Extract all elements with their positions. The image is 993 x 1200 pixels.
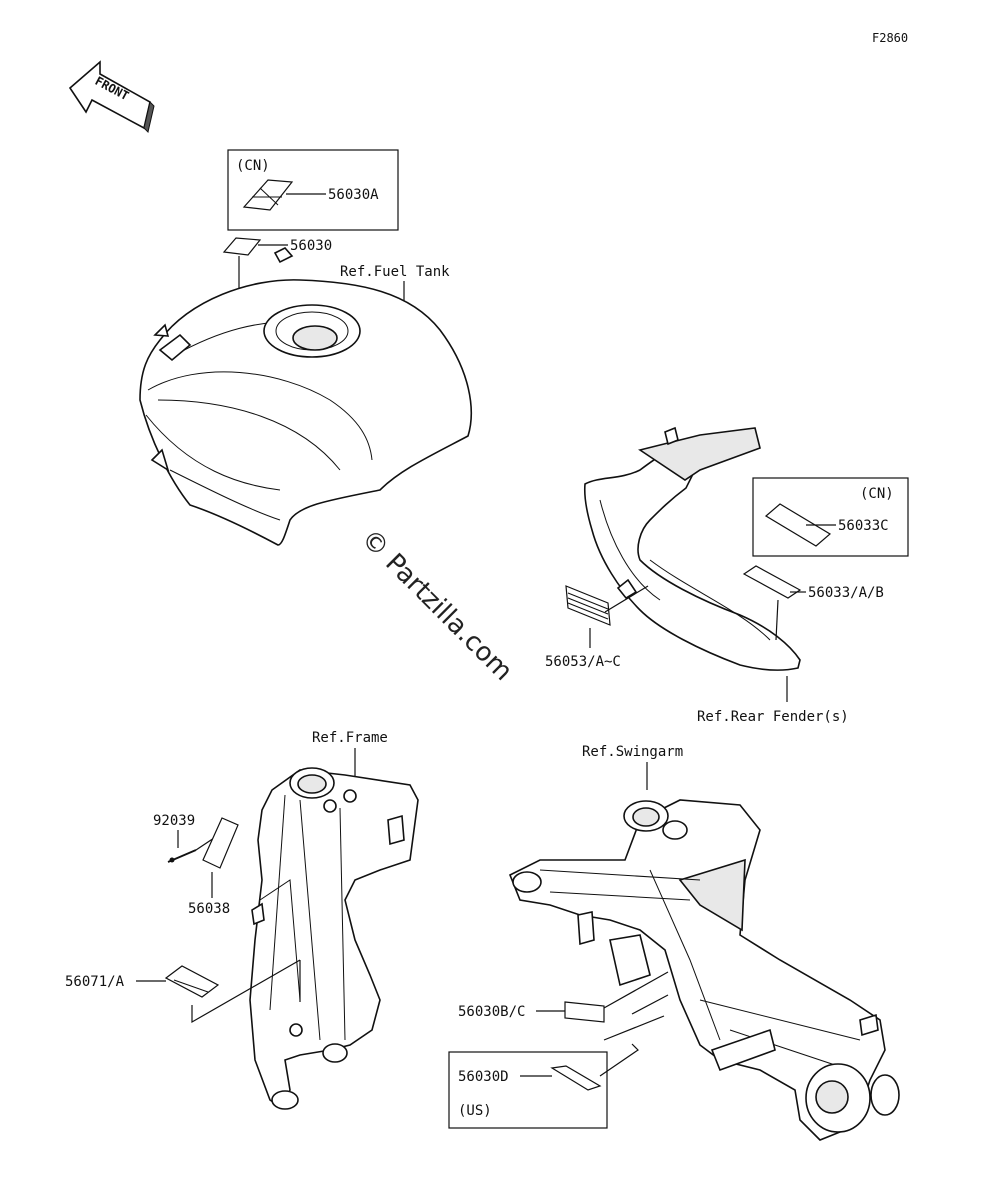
cn-tag-tank: (CN)	[236, 158, 270, 174]
decal-56030d-icon	[550, 1065, 602, 1091]
part-56038: 56038	[188, 901, 230, 917]
cn-box-fender: (CN) 56033C	[752, 477, 909, 557]
front-direction-arrow-icon: FRONT	[68, 60, 155, 133]
us-box: 56030D (US)	[448, 1051, 608, 1129]
part-56033c: 56033C	[838, 518, 889, 534]
part-92039: 92039	[153, 813, 195, 829]
ref-swingarm: Ref.Swingarm	[582, 744, 683, 760]
decal-56033c-icon	[764, 503, 832, 547]
decal-56030bc-icon	[564, 1001, 605, 1023]
ref-fuel-tank: Ref.Fuel Tank	[340, 264, 450, 280]
decal-56030-icon	[222, 237, 262, 256]
part-56030d: 56030D	[458, 1069, 509, 1085]
ref-frame: Ref.Frame	[312, 730, 388, 746]
part-56030: 56030	[290, 238, 332, 254]
us-tag: (US)	[458, 1103, 492, 1119]
part-56071-a: 56071/A	[65, 974, 125, 990]
ref-rear-fender: Ref.Rear Fender(s)	[697, 709, 849, 725]
rear-fender-illustration	[583, 426, 801, 671]
decal-56038-icon	[202, 817, 239, 869]
screw-92039-icon	[167, 849, 197, 863]
part-56030b-c: 56030B/C	[458, 1004, 525, 1020]
watermark: © Partzilla.com	[355, 524, 518, 687]
decal-56030a-icon	[242, 179, 294, 211]
frame-illustration	[249, 767, 419, 1110]
decal-56033-icon	[742, 565, 802, 599]
cn-box-tank: (CN) 56030A	[227, 149, 399, 231]
part-56053-a-c: 56053/A~C	[545, 654, 621, 670]
figure-id: F2860	[872, 31, 908, 45]
part-56030a: 56030A	[328, 187, 379, 203]
cn-tag-fender: (CN)	[860, 486, 894, 502]
swingarm-illustration	[508, 799, 900, 1141]
decal-56053-icon	[565, 585, 611, 626]
fuel-tank-illustration	[139, 247, 473, 546]
decal-56071-icon	[164, 965, 220, 998]
part-56033-a-b: 56033/A/B	[808, 585, 884, 601]
